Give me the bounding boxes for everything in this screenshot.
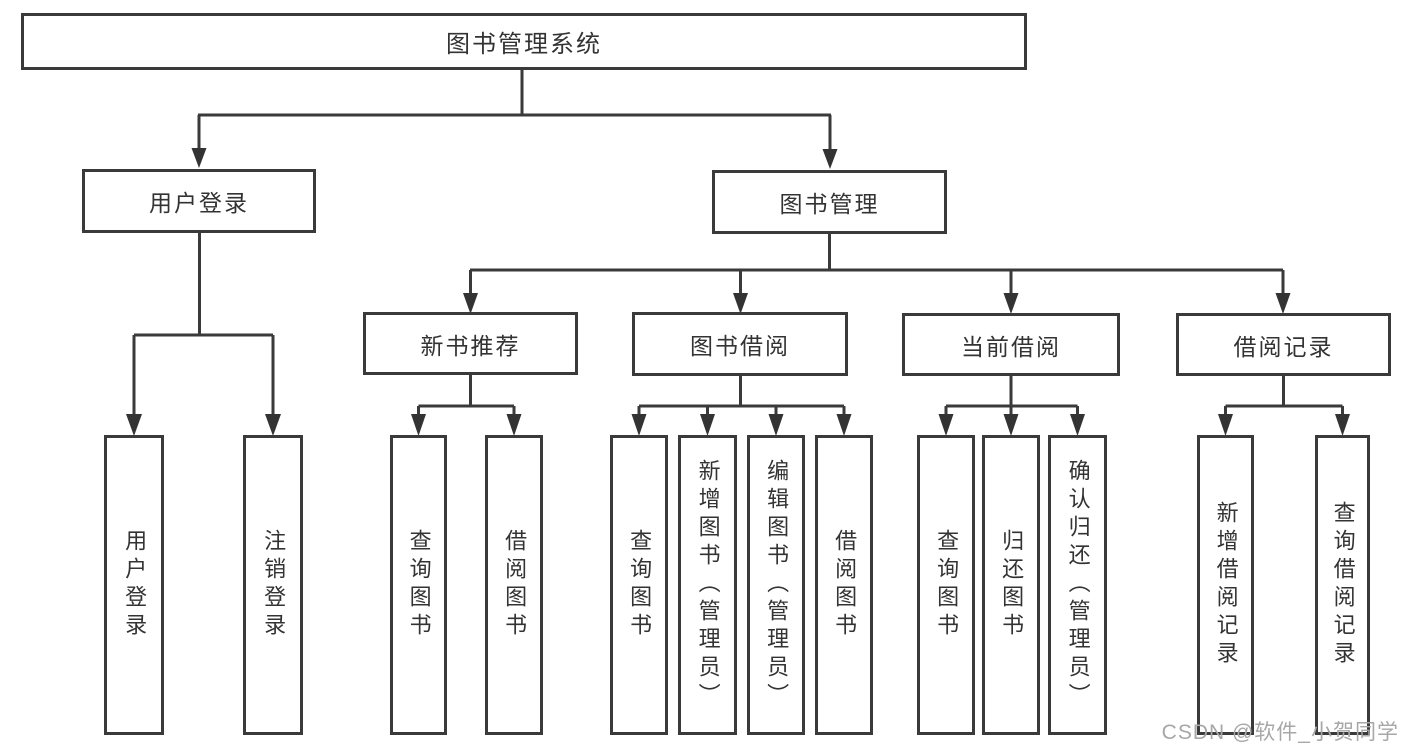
edge-borrow-records [1218,376,1350,436]
node-label: 图书管理系统 [446,31,602,58]
leaf-return-book: 归还图书 [982,435,1040,735]
leaf-borrow-book: 借阅图书 [815,435,873,735]
leaf-edit-book-admin: 编辑图书（管理员） [747,435,805,735]
arrowhead-icon [822,149,838,169]
leaf-query-borrow-record: 查询借阅记录 [1315,435,1370,735]
node-label: 借阅记录 [1233,333,1334,360]
leaf-add-book-admin: 新增图书（管理员） [678,435,737,735]
node-label: 查询图书 [627,529,653,641]
node-book-borrow: 图书借阅 [632,312,848,376]
leaf-add-borrow-record: 新增借阅记录 [1197,435,1254,735]
node-label: 确认归还（管理员） [1065,459,1091,711]
node-label: 图书管理 [779,191,880,217]
connector-line [197,70,832,151]
node-label: 借阅图书 [832,529,858,641]
node-new-book-recommend: 新书推荐 [363,312,578,375]
node-label: 查询图书 [406,529,432,641]
edge-book-borrow [631,376,852,436]
node-current-borrow: 当前借阅 [902,313,1120,376]
node-label: 新增图书（管理员） [695,459,721,711]
node-label: 新增借阅记录 [1213,501,1239,669]
edge-book-management [463,234,1291,314]
connector-line [417,375,516,418]
edge-current-borrow [938,376,1085,436]
node-label: 归还图书 [999,529,1025,641]
watermark: CSDN @软件_小贺同学 [1161,721,1399,744]
leaf-logout: 注销登录 [243,435,303,735]
arrowhead-icon [1275,293,1291,314]
node-label: 用户登录 [122,529,148,641]
leaf-user-login: 用户登录 [104,435,164,735]
connector-line [1224,376,1344,418]
node-user-login: 用户登录 [82,169,316,233]
connector-line [132,233,275,418]
arrowhead-icon [700,414,715,436]
node-label: 查询图书 [934,529,960,641]
arrowhead-icon [191,148,207,168]
node-label: 借阅图书 [502,529,528,641]
leaf-query-book-current: 查询图书 [917,435,975,735]
node-label: 查询借阅记录 [1330,501,1356,669]
node-root: 图书管理系统 [21,13,1027,70]
node-book-management: 图书管理 [712,170,947,234]
node-label: 图书借阅 [690,333,790,359]
arrowhead-icon [631,414,647,436]
node-label: 新书推荐 [420,332,521,359]
arrowhead-icon [768,414,784,436]
arrowhead-icon [1070,414,1085,436]
node-label: 用户登录 [149,190,249,216]
arrowhead-icon [265,414,281,436]
arrowhead-icon [506,414,522,436]
arrowhead-icon [1003,293,1019,314]
node-label: 注销登录 [261,529,287,641]
arrowhead-icon [836,414,852,436]
leaf-confirm-return-admin: 确认归还（管理员） [1048,435,1107,735]
node-label: 编辑图书（管理员） [764,459,790,711]
arrowhead-icon [1003,414,1019,436]
arrowhead-icon [938,414,954,436]
connector-line [637,376,846,418]
arrowhead-icon [733,293,748,314]
arrowhead-icon [1335,414,1350,436]
node-borrow-records: 借阅记录 [1176,313,1391,376]
arrowhead-icon [1218,414,1233,436]
edge-user-login [126,233,281,436]
edge-root [191,70,838,169]
leaf-query-book-borrow: 查询图书 [610,435,668,735]
leaf-borrow-book-recommend: 借阅图书 [485,435,543,735]
connector-line [944,376,1079,418]
arrowhead-icon [411,414,426,436]
connector-line [469,234,1285,295]
leaf-query-book-recommend: 查询图书 [390,435,447,735]
arrowhead-icon [463,293,478,314]
node-label: 当前借阅 [961,333,1061,360]
arrowhead-icon [126,414,142,436]
edge-new-book-recommend [411,375,522,436]
